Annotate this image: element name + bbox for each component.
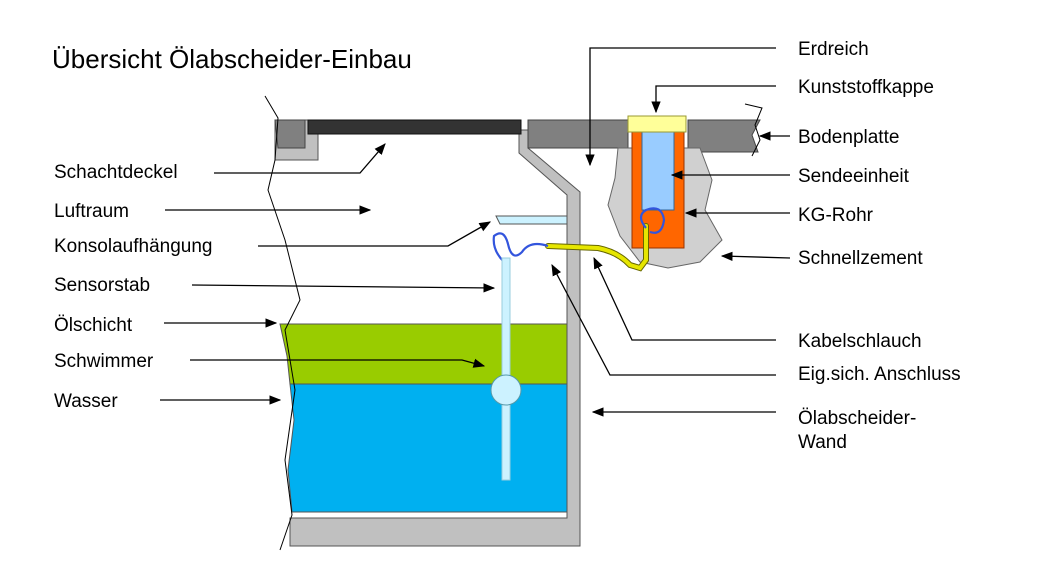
label-schachtdeckel: Schachtdeckel bbox=[54, 162, 178, 183]
label-schwimmer: Schwimmer bbox=[54, 351, 154, 372]
sensor-cable bbox=[492, 232, 549, 263]
label-wand-line2: Wand bbox=[798, 432, 847, 453]
plastic-cap bbox=[627, 115, 687, 133]
label-oelschicht: Ölschicht bbox=[54, 315, 133, 336]
label-bodenplatte: Bodenplatte bbox=[798, 127, 899, 148]
label-erdreich: Erdreich bbox=[798, 39, 869, 60]
floor-slab-right bbox=[527, 119, 629, 149]
arrow-sensorstab bbox=[191, 283, 496, 293]
label-kg-rohr: KG-Rohr bbox=[798, 205, 874, 226]
floor-slab-left bbox=[274, 119, 306, 149]
label-luftraum: Luftraum bbox=[54, 201, 129, 222]
cable-hose-fill bbox=[546, 224, 648, 271]
diagram-title: Übersicht Ölabscheider-Einbau bbox=[52, 44, 412, 74]
oil-layer bbox=[279, 323, 568, 385]
arrow-anschluss bbox=[551, 263, 776, 376]
arrow-kunststoffkappe bbox=[651, 85, 776, 114]
label-kabelschlauch: Kabelschlauch bbox=[798, 331, 922, 352]
arrow-schachtdeckel bbox=[214, 143, 386, 174]
console-bracket bbox=[495, 215, 568, 225]
cable-in-sender bbox=[639, 207, 666, 234]
label-konsolaufhaengung: Konsolaufhängung bbox=[54, 236, 212, 257]
float bbox=[490, 374, 522, 406]
label-schnellzement: Schnellzement bbox=[798, 248, 923, 269]
label-sendeeinheit: Sendeeinheit bbox=[798, 166, 910, 187]
label-wand-line1: Ölabscheider- bbox=[798, 408, 916, 429]
sensor-rod bbox=[501, 257, 511, 481]
arrow-schwimmer bbox=[190, 358, 486, 368]
label-kunststoffkappe: Kunststoffkappe bbox=[798, 77, 934, 98]
label-wasser: Wasser bbox=[54, 391, 118, 412]
label-sensorstab: Sensorstab bbox=[54, 275, 150, 296]
send-unit bbox=[641, 131, 675, 211]
manhole-cover bbox=[307, 119, 522, 135]
arrow-konsolaufhaengung bbox=[258, 221, 492, 247]
floor-slab-far-right bbox=[687, 119, 761, 153]
arrow-kabelschlauch bbox=[593, 256, 776, 341]
water-body bbox=[287, 383, 568, 513]
arrow-erdreich bbox=[585, 47, 776, 167]
ground-line-right bbox=[744, 103, 763, 157]
arrow-schnellzement bbox=[720, 251, 791, 261]
label-anschluss: Eig.sich. Anschluss bbox=[798, 364, 961, 385]
ground-line-left bbox=[264, 95, 301, 551]
